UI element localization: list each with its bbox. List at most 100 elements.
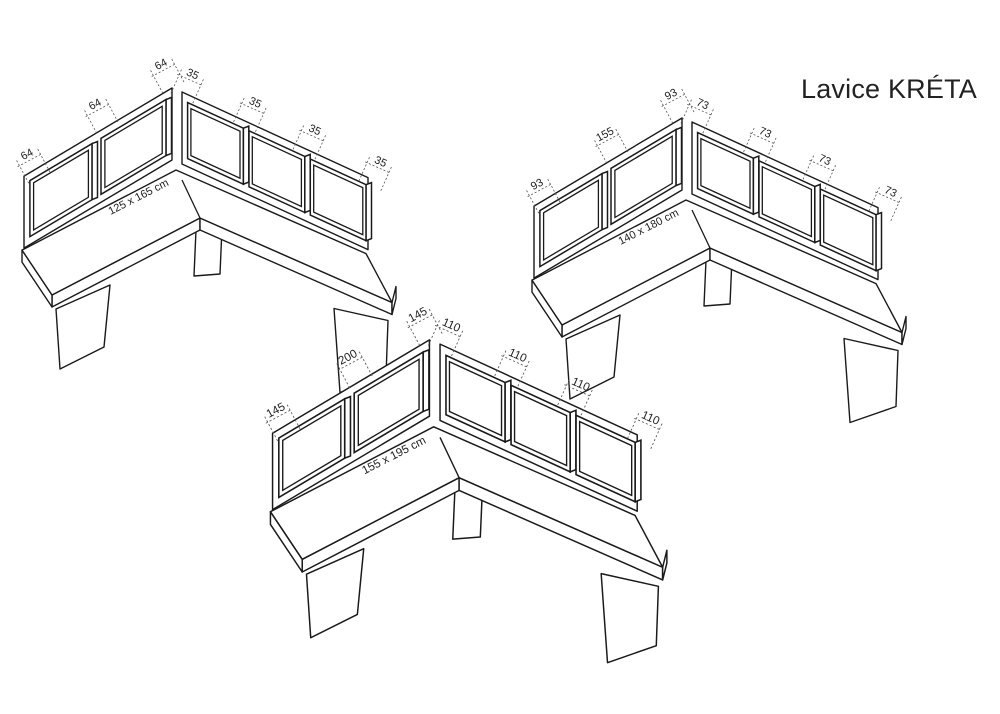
cushion-right-2 [510,384,572,474]
dim-right-3: 35 [307,122,323,138]
cushion-right-1-inner [700,137,751,210]
leg-right [843,337,899,424]
cushion-right-3-inner [313,164,364,236]
cushion-left-1-inner [32,149,90,232]
dim-right-4: 110 [639,408,662,428]
dim-right-1-ext1 [169,69,182,96]
leg-left [305,547,365,639]
dim-left-3: 145 [406,305,429,326]
dim-right-1-ext2 [701,109,714,136]
cushion-right-1 [186,101,245,186]
dim-right-1: 110 [440,316,463,336]
seat-top [531,199,903,334]
dim-left-2: 64 [87,97,103,113]
dim-right-3-ext2 [313,135,326,162]
dim-left-1-ext1 [526,190,541,216]
dim-left-1-ext1 [264,416,280,444]
dim-left-1-line [265,408,293,424]
dim-right-1-line [177,73,203,87]
dim-left-2-ext1 [84,110,99,136]
dim-right-4-ext2 [889,196,902,223]
dim-left-1-ext1 [16,160,31,186]
cushion-right-1 [696,131,755,216]
dim-right-2-ext1 [232,98,245,124]
cushion-right-3-side [634,438,642,503]
dim-right-2: 35 [247,95,263,111]
dim-left-2-ext2 [615,128,630,155]
cushion-right-3 [575,414,636,503]
cushion-right-3-side [365,181,373,242]
dim-left-3: 64 [153,57,169,73]
dim-right-2: 73 [757,125,773,141]
cushion-right-3-inner [578,420,633,497]
cushion-right-1-inner [190,107,241,180]
seat-seam [691,209,711,249]
cushion-right-3-side [875,211,883,272]
cushion-right-2 [758,159,816,244]
dim-left-1: 145 [264,400,287,421]
dim-left-2: 155 [594,125,616,144]
dim-right-3-line [809,159,836,172]
cushion-right-3-inner [823,194,874,266]
dim-right-1: 35 [184,67,200,83]
cushion-left-2-side [675,126,683,187]
dim-right-1-ext1 [679,99,692,126]
cushion-right-1-inner [448,360,503,437]
dim-right-2-ext2 [254,107,267,134]
seat-top [21,169,393,304]
dim-right-2-line [239,102,266,115]
dim-right-4-ext1 [867,187,880,213]
dim-left-2-ext1 [594,140,609,166]
dim-right-4-ext1 [626,413,640,441]
dim-left-2-ext2 [105,98,120,125]
leg-left [565,314,621,400]
dim-left-2-line [595,133,621,147]
dim-left-3-ext1 [150,70,165,96]
dim-right-3-line [564,384,592,398]
cushion-left-2-side [165,96,173,157]
dim-left-3-line [661,93,687,107]
dim-right-3-ext1 [291,125,305,152]
seat-seam [439,437,460,478]
dim-right-3-ext1 [556,379,570,407]
dim-right-3-ext2 [579,389,593,418]
dim-right-3-line [299,129,326,142]
dim-right-1: 73 [694,97,710,113]
dim-left-3-ext1 [660,100,675,126]
dim-left-1-ext2 [286,404,302,432]
cushion-right-1-side [242,125,250,186]
dim-left-3: 93 [663,87,679,103]
cushion-right-3 [309,157,367,242]
dim-left-1: 93 [529,177,545,193]
cushion-right-1-side [504,379,512,444]
cushion-right-2-side [814,183,821,244]
dim-right-4-ext1 [357,157,370,183]
cushion-left-1-side [91,140,99,201]
dim-left-3-ext2 [681,88,696,114]
cushion-left-1-inner [542,179,600,262]
cushion-right-2-inner [761,165,813,238]
dim-right-4-line [875,191,901,204]
cushion-left-1-side [601,170,609,231]
seat-end-right [391,285,397,316]
cushion-right-2-inner [251,135,303,208]
dim-right-2-line [749,132,776,145]
cushion-right-2 [248,129,306,214]
dim-right-3-ext2 [823,165,836,192]
dim-right-4-ext2 [649,423,663,451]
dim-right-2-ext1 [742,128,755,154]
dim-left-3-ext1 [406,320,422,348]
dim-right-1-ext2 [191,79,204,106]
dim-left-1-line [527,183,553,198]
cushion-left-1-inner [282,404,342,492]
cushion-left-2-inner [357,358,420,447]
dim-right-1-line [434,324,463,338]
cushion-left-1-side [343,395,352,460]
dim-left-1-line [17,153,43,168]
leg-left [55,284,111,370]
dim-left-1-ext2 [547,178,562,205]
